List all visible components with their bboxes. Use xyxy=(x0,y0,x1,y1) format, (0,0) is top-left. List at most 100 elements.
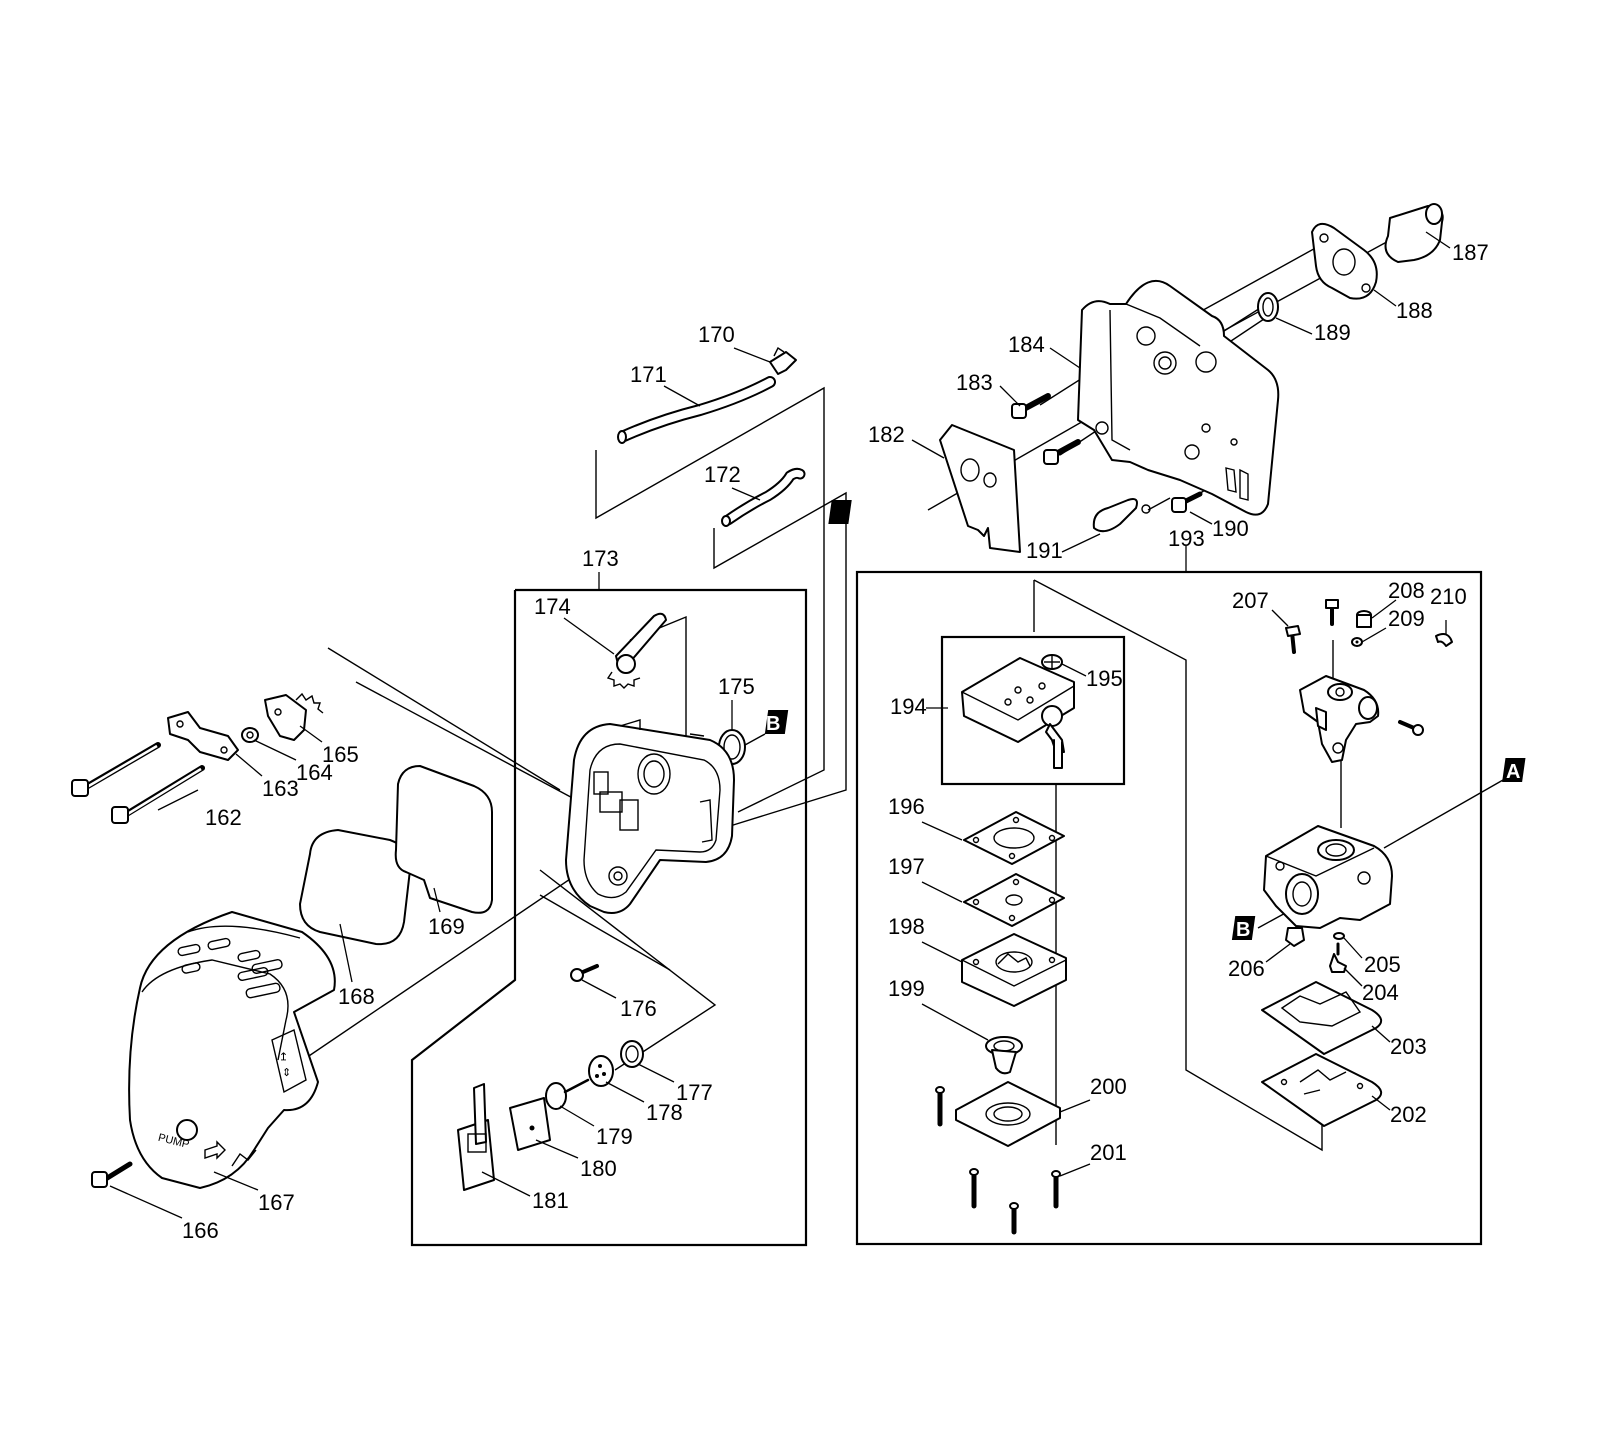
part-201-screws xyxy=(935,1086,1061,1235)
label-165: 165 xyxy=(322,742,359,767)
part-197-diaphragm xyxy=(963,873,1065,927)
label-205: 205 xyxy=(1364,952,1401,977)
label-182: 182 xyxy=(868,422,905,447)
part-207-screw xyxy=(1285,625,1301,654)
part-164-washer xyxy=(241,727,259,743)
label-188: 188 xyxy=(1396,298,1433,323)
label-206: 206 xyxy=(1228,956,1265,981)
part-200-plate xyxy=(955,1081,1061,1147)
label-202: 202 xyxy=(1390,1102,1427,1127)
part-210-clip xyxy=(1435,633,1453,647)
svg-text:↦: ↦ xyxy=(278,1052,290,1061)
part-178-disc xyxy=(588,1055,614,1087)
part-177-o-ring xyxy=(620,1040,644,1068)
box-193-carburetor-group xyxy=(855,570,1483,1246)
label-196: 196 xyxy=(888,794,925,819)
box-194-sub-assembly xyxy=(940,635,1126,786)
part-208-cap xyxy=(1356,610,1372,628)
part-169-plate xyxy=(394,765,493,914)
part-throttle-assembly xyxy=(1299,675,1380,763)
label-178: 178 xyxy=(646,1100,683,1125)
label-195: 195 xyxy=(1086,666,1123,691)
part-209-washer xyxy=(1351,637,1363,647)
label-180: 180 xyxy=(580,1156,617,1181)
svg-text:A: A xyxy=(901,503,915,525)
label-164: 164 xyxy=(296,760,333,785)
label-181: 181 xyxy=(532,1188,569,1213)
label-207: 207 xyxy=(1232,588,1269,613)
label-193: 193 xyxy=(1168,526,1205,551)
svg-text:A: A xyxy=(1506,761,1520,783)
label-168: 168 xyxy=(338,984,375,1009)
marker-b-carb: B xyxy=(1231,916,1256,941)
label-209: 209 xyxy=(1388,606,1425,631)
marker-a-left: A xyxy=(828,500,915,525)
label-201: 201 xyxy=(1090,1140,1127,1165)
label-162: 162 xyxy=(205,805,242,830)
label-194: 194 xyxy=(890,694,927,719)
label-199: 199 xyxy=(888,976,925,1001)
marker-b-case: B xyxy=(764,710,789,735)
part-167-cover: ↦ ⇕ PUMP xyxy=(128,911,336,1189)
part-204-needle xyxy=(1329,942,1347,973)
label-204: 204 xyxy=(1362,980,1399,1005)
part-187-sleeve xyxy=(1384,203,1444,263)
label-172: 172 xyxy=(704,462,741,487)
label-184: 184 xyxy=(1008,332,1045,357)
part-196-gasket xyxy=(963,811,1065,865)
part-163-bracket xyxy=(167,711,239,761)
label-171: 171 xyxy=(630,362,667,387)
part-174-choke-lever xyxy=(606,612,667,689)
part-180-pad xyxy=(509,1097,551,1151)
part-173-air-cleaner-case xyxy=(565,719,735,914)
label-166: 166 xyxy=(182,1218,219,1243)
label-170: 170 xyxy=(698,322,735,347)
part-184-manifold xyxy=(1077,280,1280,516)
part-205-spring xyxy=(1333,932,1345,940)
box-173-air-cleaner-group xyxy=(410,588,808,1247)
part-bolt-upper xyxy=(71,742,161,797)
part-190-bolt xyxy=(1171,491,1203,513)
label-197: 197 xyxy=(888,854,925,879)
leader-lines xyxy=(109,231,1451,1219)
label-175: 175 xyxy=(718,674,755,699)
part-162-bolt xyxy=(111,765,205,824)
part-182-gasket xyxy=(939,424,1021,553)
part-194-pump-body xyxy=(961,657,1075,769)
label-169: 169 xyxy=(428,914,465,939)
part-183-bolt xyxy=(1011,393,1051,419)
label-183: 183 xyxy=(956,370,993,395)
part-206-plug xyxy=(1285,927,1305,947)
label-177: 177 xyxy=(676,1080,713,1105)
label-190: 190 xyxy=(1212,516,1249,541)
label-191: 191 xyxy=(1026,538,1063,563)
svg-text:B: B xyxy=(1236,919,1250,941)
label-210: 210 xyxy=(1430,584,1467,609)
part-166-screw xyxy=(91,1161,133,1188)
part-179-valve xyxy=(545,1078,590,1110)
part-number-labels: 162 163 164 165 166 167 168 169 170 171 … xyxy=(182,240,1489,1243)
part-165-lever xyxy=(264,692,324,741)
reference-markers: A A B B xyxy=(764,500,1526,941)
part-202-diaphragm xyxy=(1261,1053,1383,1127)
part-bolt-manifold xyxy=(1043,439,1081,465)
part-168-filter xyxy=(299,829,412,946)
part-171-hose xyxy=(617,376,776,444)
label-176: 176 xyxy=(620,996,657,1021)
label-163: 163 xyxy=(262,776,299,801)
part-172-hose xyxy=(721,467,806,527)
label-198: 198 xyxy=(888,914,925,939)
label-200: 200 xyxy=(1090,1074,1127,1099)
label-203: 203 xyxy=(1390,1034,1427,1059)
part-170-clamp xyxy=(769,346,797,375)
svg-text:⇕: ⇕ xyxy=(282,1067,291,1079)
part-176-screw xyxy=(570,964,599,982)
part-screw-side xyxy=(1398,720,1424,736)
label-174: 174 xyxy=(534,594,571,619)
marker-a-right: A xyxy=(1502,758,1526,783)
part-screw-upper xyxy=(1325,599,1339,626)
part-181-filter xyxy=(457,1083,495,1191)
label-187: 187 xyxy=(1452,240,1489,265)
label-179: 179 xyxy=(596,1124,633,1149)
